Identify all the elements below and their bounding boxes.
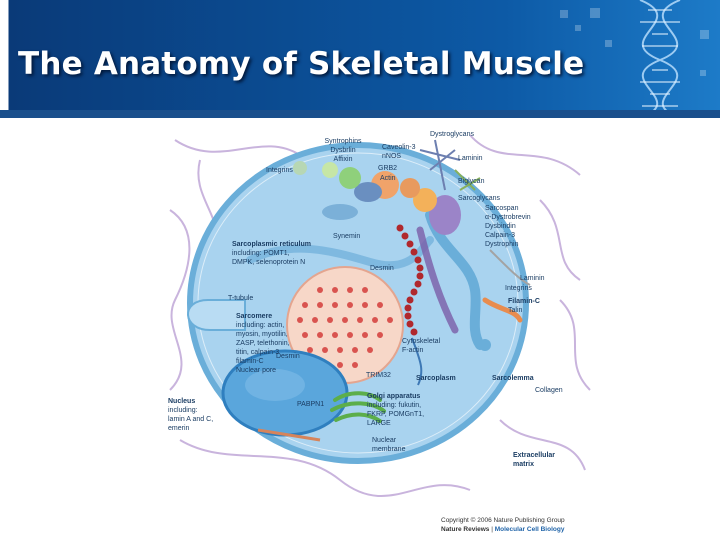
sarcoglycan-protein — [413, 188, 437, 212]
copyright-line: Copyright © 2006 Nature Publishing Group — [441, 516, 565, 524]
page-title: The Anatomy of Skeletal Muscle — [18, 46, 585, 82]
label-sarc-line3: myosin, myotilin, — [236, 331, 288, 338]
label-affixin: Affixin — [334, 156, 353, 163]
label-sr-line2: including: POMT1, — [232, 250, 290, 257]
integrin-protein — [293, 161, 307, 175]
sarcoplasmic-reticulum — [246, 236, 434, 270]
label-extracellular: Extracellular — [513, 452, 555, 459]
label-golgi-line3: FKRP, POMGnT1, — [367, 411, 424, 418]
label-sarcomere: Sarcomere — [236, 313, 272, 320]
golgi-apparatus — [330, 391, 386, 423]
label-filamin: Filamin-C — [508, 298, 540, 305]
label-sarcoplasm: Sarcoplasm — [416, 375, 456, 382]
trim32-pointer — [411, 337, 423, 386]
label-sarcoglycans: Sarcoglycans — [458, 195, 501, 202]
label-nnos: nNOS — [382, 153, 401, 160]
label-sarc-line5: titin, calpain-3 — [236, 349, 279, 356]
grb2-protein — [354, 182, 382, 202]
sarcospan-protein — [429, 195, 461, 235]
label-dysbrlin: Dysbrlin — [330, 147, 355, 154]
nuclear-membrane-line — [257, 428, 321, 442]
label-sarcoplasmic-reticulum: Sarcoplasmic reticulum — [232, 241, 311, 248]
journal-line: Nature Reviews | Molecular Cell Biology — [441, 526, 565, 533]
laminin-top — [419, 139, 461, 191]
label-cytoskeletal: Cytoskeletal — [402, 338, 441, 345]
title-banner: The Anatomy of Skeletal Muscle — [0, 0, 720, 118]
label-sarc-line6: filamin-C — [236, 358, 264, 365]
label-biglycan: Biglycan — [458, 178, 485, 185]
label-sarc-line4: ZASP, telethonin, — [236, 340, 290, 347]
label-golgi-line4: LARGE — [367, 420, 391, 427]
label-f-actin: F-actin — [402, 347, 424, 354]
label-trim32: TRIM32 — [366, 372, 391, 379]
label-nucleus-line3: lamin A and C, — [168, 416, 213, 423]
label-actin-top: Actin — [380, 175, 396, 182]
label-sr-line3: DMPK, selenoprotein N — [232, 259, 305, 266]
label-synemin: Synemin — [333, 233, 360, 240]
f-actin-chain — [396, 224, 424, 336]
filamin-c — [482, 297, 523, 323]
label-t-tubule: T-tubule — [228, 295, 253, 302]
label-dystrophin: Dystrophin — [485, 241, 519, 248]
syntrophin-protein — [322, 204, 358, 220]
label-laminin-right: Laminin — [520, 275, 545, 282]
journal-separator: | — [489, 526, 494, 533]
t-tubule — [187, 299, 246, 331]
label-syntrophins: Syntrophins — [325, 138, 362, 145]
cytoskeletal-strand — [416, 226, 459, 334]
label-golgi-line2: including: fukutin, — [367, 402, 421, 409]
label-sarc-line2: including: actin, — [236, 322, 284, 329]
label-nuclear: Nuclear — [372, 437, 397, 444]
label-matrix: matrix — [513, 461, 534, 468]
label-desmin-top: Desmin — [370, 265, 394, 272]
label-talin: Talin — [508, 307, 523, 314]
caveolin-protein — [339, 167, 361, 189]
journal-section: Molecular Cell Biology — [495, 526, 565, 533]
banner-stripe — [0, 110, 720, 118]
label-caveolin: Caveolin-3 — [382, 144, 416, 151]
label-calpain3: Calpain-3 — [485, 232, 515, 239]
muscle-anatomy-diagram: Syntrophins Dysbrlin Affixin Caveolin-3 … — [168, 125, 591, 533]
label-collagen: Collagen — [535, 387, 563, 394]
label-dystroglycans: Dystroglycans — [430, 131, 474, 138]
label-nuclear-pore: Nuclear pore — [236, 367, 276, 374]
label-sarcospan: Sarcospan — [485, 205, 519, 212]
sarcoglycan-delta — [400, 178, 420, 198]
label-pabpn1: PABPN1 — [297, 401, 324, 408]
label-grb2: GRB2 — [378, 165, 397, 172]
dystrophin-strand — [425, 210, 485, 350]
laminin-right — [489, 249, 531, 286]
label-integrins-top: Integrins — [266, 167, 293, 174]
label-nucleus-line2: including: — [168, 407, 198, 414]
label-nucleus-line4: emerin — [168, 425, 190, 432]
label-desmin-left: Desmin — [276, 353, 300, 360]
sarcomere-filaments — [297, 287, 393, 368]
label-laminin-top: Laminin — [458, 155, 483, 162]
dna-helix-decoration — [560, 0, 709, 118]
biglycan-fiber — [454, 169, 481, 191]
label-nuclear-membrane: membrane — [372, 446, 406, 453]
label-dysbindin: Dysbindin — [485, 223, 516, 230]
label-golgi: Golgi apparatus — [367, 393, 420, 400]
label-nucleus: Nucleus — [168, 398, 195, 405]
nnos-protein — [322, 162, 338, 178]
label-sarcolemma: Sarcolemma — [492, 375, 534, 382]
label-alpha-dystrobrevin: α-Dystrobrevin — [485, 214, 531, 221]
journal-name: Nature Reviews — [441, 526, 490, 533]
label-integrins-right: Integrins — [505, 285, 532, 292]
